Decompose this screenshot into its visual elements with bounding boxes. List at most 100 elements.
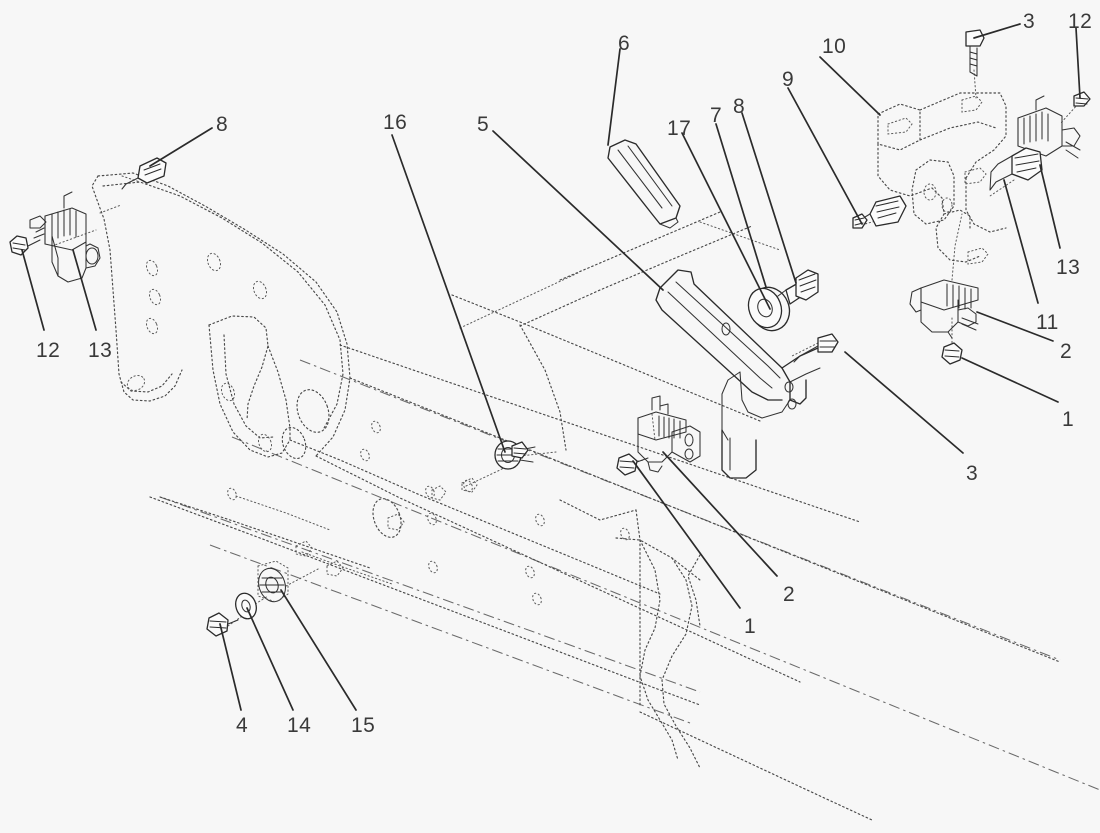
part-8-shoulder-bolt-left — [121, 157, 167, 190]
callout-number-c-12-right: 12 — [1068, 10, 1093, 33]
part-6-handle-grip — [607, 139, 681, 229]
part-1-flange-lock-nut-right — [941, 342, 963, 365]
callout-leader-10 — [819, 56, 881, 116]
callout-leader-11 — [1003, 179, 1039, 304]
gusset-hole — [257, 433, 273, 453]
callout-leader-12 — [21, 249, 45, 331]
part-5-pivot-arm — [655, 269, 821, 479]
callout-leader-14 — [246, 607, 294, 711]
chassis-panel-edge-b — [451, 294, 761, 422]
assembly-trace — [51, 229, 97, 247]
left-gusset-rear — [267, 345, 291, 441]
frame-hole — [145, 259, 159, 277]
callout-leader-13 — [1039, 164, 1061, 249]
assembly-trace — [791, 342, 819, 357]
callout-number-c-8-mid: 8 — [733, 95, 746, 118]
frame-hole — [206, 252, 222, 272]
part-13-wire-clip-right — [1017, 95, 1081, 159]
callout-leader-2 — [976, 311, 1054, 342]
callout-number-c-15: 15 — [351, 714, 376, 737]
skirt-top-edge — [559, 499, 637, 521]
frame-rail-rear — [519, 225, 753, 327]
callout-leader-3 — [844, 351, 964, 454]
callout-number-c-3-mid: 3 — [966, 462, 979, 485]
part-17-link-rod — [459, 221, 781, 329]
deck-hole — [532, 592, 542, 606]
chassis-panel-edge-a — [289, 439, 661, 595]
deck-hole — [371, 420, 381, 434]
callout-leader-7 — [715, 123, 767, 288]
callout-number-c-8-left: 8 — [216, 113, 229, 136]
callout-leader-2 — [662, 451, 778, 577]
chassis-centerline-lower — [159, 496, 701, 693]
callout-number-c-2-mid: 2 — [783, 583, 796, 606]
skirt-vertical-edge — [635, 509, 641, 706]
deck-hole — [525, 565, 535, 579]
callout-number-c-3-top: 3 — [1023, 10, 1036, 33]
callout-leader-1 — [961, 357, 1059, 403]
lower-left-rail — [159, 496, 371, 569]
assembly-trace — [951, 213, 963, 281]
assembly-trace — [285, 567, 321, 587]
callout-leader-6 — [607, 48, 621, 146]
assembly-trace — [121, 175, 141, 183]
chassis-panel-edge-c — [519, 324, 567, 451]
frame-hole — [148, 288, 162, 306]
callout-number-c-1-mid: 1 — [744, 615, 757, 638]
callout-number-c-6: 6 — [618, 32, 631, 55]
chassis-centerline-upper — [299, 359, 1061, 661]
part-12-clip-screw-left — [9, 215, 47, 256]
callout-leader-9 — [787, 87, 863, 225]
part-1-flange-lock-nut-mid — [616, 453, 649, 476]
part-7-flat-washer — [747, 287, 783, 329]
callout-leader-13 — [72, 249, 97, 331]
left-plate-ear — [120, 373, 173, 393]
skirt-bottom-rail — [639, 711, 873, 821]
skirt-outer-curve — [639, 539, 679, 761]
assembly-trace — [989, 179, 1015, 197]
skirt-shoulder — [615, 537, 701, 581]
left-plate-ear-hole — [126, 375, 146, 391]
callout-number-c-2-right: 2 — [1060, 340, 1073, 363]
left-gusset-inner — [223, 334, 274, 439]
callout-leader-17 — [681, 132, 771, 310]
deck-opening — [281, 426, 307, 460]
deck-lower-edge — [315, 455, 801, 683]
left-plate-outer-edge — [91, 175, 183, 402]
skirt-inner-curve — [661, 557, 701, 769]
part-2-solenoid-switch-mid — [637, 395, 701, 473]
assembly-trace — [465, 458, 521, 487]
callout-number-c-12-left: 12 — [36, 339, 61, 362]
callout-number-c-16: 16 — [383, 111, 408, 134]
callout-number-c-17: 17 — [667, 117, 692, 140]
part-8-bolt-mid — [777, 269, 819, 305]
deck-opening — [296, 389, 330, 433]
callout-leader-5 — [492, 130, 664, 291]
callout-leader-8 — [149, 127, 213, 167]
deck-studs — [295, 441, 529, 577]
callout-number-c-4: 4 — [236, 714, 249, 737]
callout-number-c-13-left: 13 — [88, 339, 113, 362]
callout-leader-1 — [632, 460, 741, 609]
part-12-clip-screw-right — [1073, 91, 1091, 107]
left-gusset-fold — [246, 366, 263, 421]
deck-hole — [428, 560, 438, 574]
callout-number-c-10: 10 — [822, 35, 847, 58]
deck-hole — [535, 513, 545, 527]
part-10-mounting-bracket — [877, 92, 1007, 265]
assembly-trace — [99, 204, 122, 214]
deck-hole — [360, 448, 370, 462]
deck-opening — [372, 498, 402, 538]
left-plate-top-edge — [97, 172, 351, 457]
part-2-solenoid-switch-right — [909, 279, 979, 339]
part-4-lock-nut — [206, 612, 239, 637]
part-15-bushing — [257, 560, 289, 603]
callout-leader-16 — [391, 134, 506, 453]
assembly-trace — [301, 551, 393, 585]
part-13-wire-clip-left — [44, 191, 101, 283]
deck-hole — [427, 512, 437, 526]
callout-number-c-13-right: 13 — [1056, 256, 1081, 279]
callout-number-c-7: 7 — [710, 104, 723, 127]
